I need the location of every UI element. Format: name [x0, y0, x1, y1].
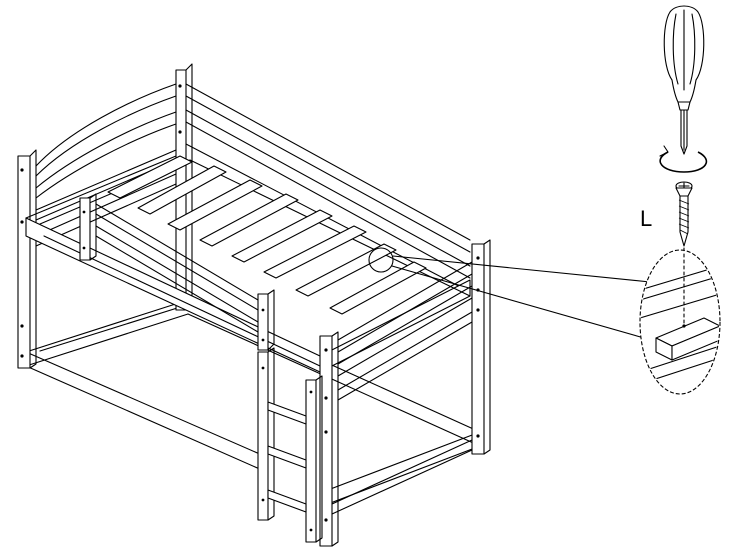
detail-marker [368, 247, 394, 273]
bunk-bed-frame [17, 63, 651, 547]
top-bunk-rails [25, 83, 471, 373]
callout-line [391, 255, 651, 339]
screw-icon [675, 181, 693, 247]
ladder [257, 347, 323, 543]
detail-view [639, 249, 721, 395]
support-slats [107, 155, 427, 315]
guard-rail [79, 193, 275, 351]
part-label: L [640, 206, 652, 231]
left-end-panel [17, 63, 193, 369]
rotation-arrow-icon [659, 145, 708, 173]
right-end-panel [319, 239, 491, 547]
screwdriver-icon [663, 5, 705, 155]
